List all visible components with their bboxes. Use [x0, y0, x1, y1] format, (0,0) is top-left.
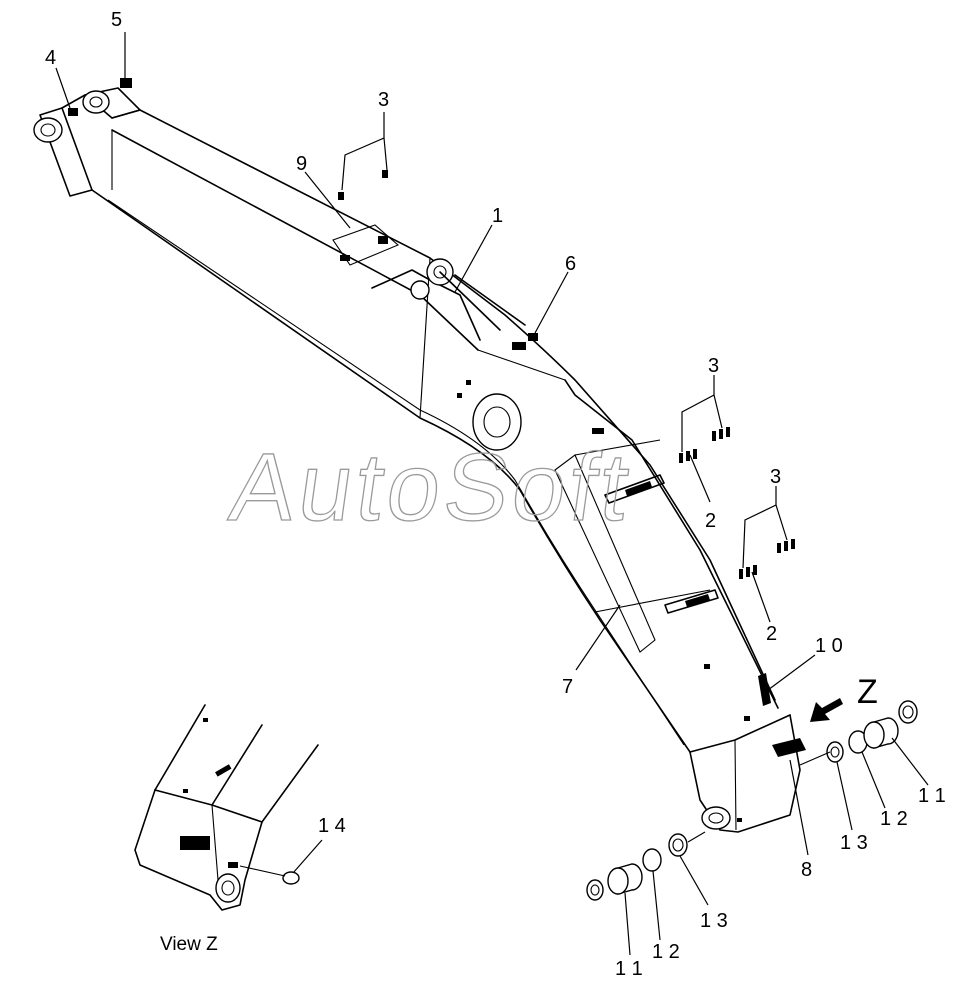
label-part-3-middle: 3 — [708, 355, 719, 377]
label-part-13-right: 1 3 — [840, 832, 868, 854]
label-part-12-left: 1 2 — [652, 941, 680, 963]
tip-part-8 — [772, 738, 806, 757]
foot-pin-eye-right — [82, 90, 110, 114]
decal-plate-7 — [554, 454, 656, 653]
seal-13-left — [668, 833, 688, 857]
label-part-3-lower: 3 — [770, 466, 781, 488]
label-part-6: 6 — [565, 253, 576, 275]
label-part-3-top: 3 — [378, 89, 389, 111]
label-part-1: 1 — [492, 205, 503, 227]
boom-body — [33, 78, 806, 833]
leader-lines — [55, 32, 929, 956]
decal-strip-10 — [758, 673, 771, 706]
seal-11-left — [586, 879, 604, 901]
label-part-11-left: 1 1 — [615, 958, 643, 980]
hose-clamp-lower — [664, 589, 719, 614]
label-part-12-right: 1 2 — [880, 808, 908, 830]
loose-parts — [338, 170, 918, 901]
view-z-marker: Z — [857, 673, 878, 711]
label-part-2-lower: 2 — [766, 623, 777, 645]
callout-labels: 1 2 2 3 3 3 4 5 6 7 8 9 1 0 1 1 1 1 1 2 … — [45, 9, 946, 980]
label-part-4: 4 — [45, 47, 56, 69]
foot-part-5 — [120, 78, 132, 88]
watermark: AutoSoft — [224, 434, 639, 540]
view-arrow-z — [810, 698, 843, 722]
label-part-13-left: 1 3 — [700, 910, 728, 932]
label-part-2-upper: 2 — [705, 510, 716, 532]
view-z-part-14 — [282, 871, 300, 885]
label-part-9: 9 — [296, 153, 307, 175]
seal-13-right — [826, 741, 844, 763]
label-part-5: 5 — [111, 9, 122, 31]
label-part-8: 8 — [801, 859, 812, 881]
view-z-inset — [134, 704, 319, 911]
view-z-pin-eye — [215, 873, 241, 903]
label-part-7: 7 — [562, 676, 573, 698]
label-part-11-right: 1 1 — [918, 785, 946, 807]
foot-part-4 — [68, 108, 78, 116]
tip-pin-eye — [701, 806, 731, 830]
hose-clamp-upper — [604, 474, 665, 504]
view-z-caption: View Z — [160, 934, 218, 955]
label-part-10: 1 0 — [815, 635, 843, 657]
boom-boss — [472, 393, 522, 451]
foot-pin-eye-left — [33, 117, 63, 143]
view-z-clamp — [180, 836, 210, 850]
ring-12-left — [642, 848, 662, 872]
label-part-14: 1 4 — [318, 815, 346, 837]
